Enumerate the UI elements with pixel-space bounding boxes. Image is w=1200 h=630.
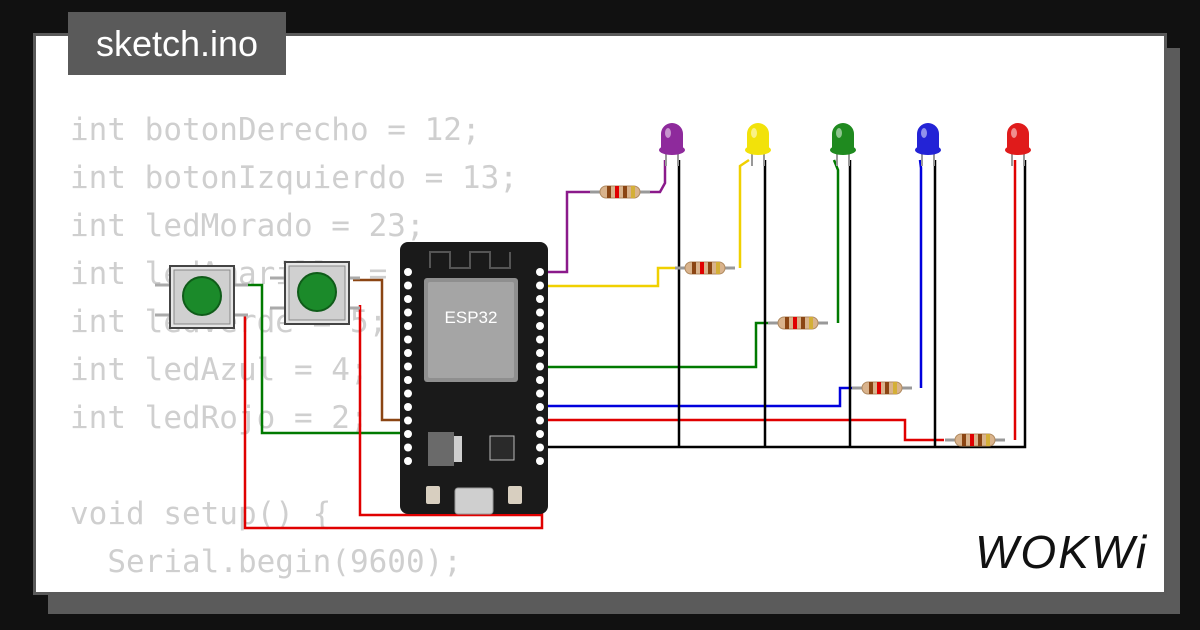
wire-button-right <box>353 278 408 422</box>
pushbutton-left[interactable] <box>155 265 248 329</box>
led-blue[interactable] <box>915 123 941 166</box>
pin-hole <box>536 416 544 425</box>
pin-hole <box>404 295 412 303</box>
pin-hole <box>536 376 544 384</box>
pin-hole <box>404 389 412 398</box>
wire-yellow-led <box>738 158 750 268</box>
pin-hole <box>536 295 544 303</box>
esp32-board[interactable]: ESP32 <box>400 242 548 515</box>
code-line: int ledMorado = 23; <box>70 208 425 244</box>
pin-hole <box>536 362 544 371</box>
pin-hole <box>536 322 544 330</box>
pin-hole <box>404 416 412 425</box>
code-line: int ledRojo = 2; <box>70 400 369 436</box>
pin-hole <box>536 281 544 290</box>
pin-hole <box>404 443 412 452</box>
pin-hole <box>404 308 412 317</box>
resistor-purple <box>588 184 652 200</box>
leds <box>659 123 1031 166</box>
wire-blue-led <box>918 159 923 388</box>
pin-hole <box>536 389 544 398</box>
wire-ground-bus <box>540 160 1027 449</box>
esp32-label: ESP32 <box>445 308 498 327</box>
wire-button-power-2 <box>358 305 542 517</box>
led-purple[interactable] <box>659 123 685 166</box>
wire-green <box>540 321 770 369</box>
pin-hole <box>404 268 412 276</box>
pin-hole <box>404 430 412 438</box>
pin-hole <box>536 308 544 317</box>
pin-hole <box>404 403 412 411</box>
pin-hole <box>536 403 544 411</box>
pin-hole <box>536 268 544 276</box>
pin-hole <box>536 457 544 465</box>
pin-hole <box>404 457 412 465</box>
pin-header-left <box>404 268 412 465</box>
pin-hole <box>536 443 544 452</box>
wokwi-logo: WOKWi <box>975 526 1149 578</box>
wire-red <box>540 418 944 442</box>
code-line: void setup() { <box>70 496 332 532</box>
wires <box>242 158 1027 530</box>
wire-blue <box>540 386 852 408</box>
pin-hole <box>404 281 412 290</box>
wire-purple <box>540 190 590 274</box>
code-line: int botonDerecho = 12; <box>70 112 481 148</box>
resistor-yellow <box>673 260 737 276</box>
preview-card: int botonDerecho = 12; int botonIzquierdo… <box>33 33 1167 595</box>
resistor-green <box>766 315 830 331</box>
file-name-tab[interactable]: sketch.ino <box>68 12 286 75</box>
pin-hole <box>404 335 412 344</box>
wire-button-left <box>242 283 408 435</box>
pin-hole <box>536 335 544 344</box>
wire-green-led <box>832 159 840 323</box>
pin-hole <box>404 322 412 330</box>
code-line: int ledAzul = 4; <box>70 352 369 388</box>
pin-hole <box>404 376 412 384</box>
wire-purple-led <box>650 160 667 194</box>
pin-hole <box>404 362 412 371</box>
led-green[interactable] <box>830 123 856 166</box>
code-line: Serial.begin(9600); <box>70 544 462 580</box>
pin-hole <box>536 349 544 357</box>
code-line: int botonIzquierdo = 13; <box>70 160 518 196</box>
wire-yellow <box>540 266 680 288</box>
pin-header-right <box>536 268 544 465</box>
resistor-blue <box>850 380 914 396</box>
led-red[interactable] <box>1005 123 1031 166</box>
pin-hole <box>536 430 544 438</box>
pin-hole <box>404 349 412 357</box>
led-yellow[interactable] <box>745 123 771 166</box>
pushbutton-right[interactable] <box>270 261 360 325</box>
resistor-red <box>943 432 1007 448</box>
